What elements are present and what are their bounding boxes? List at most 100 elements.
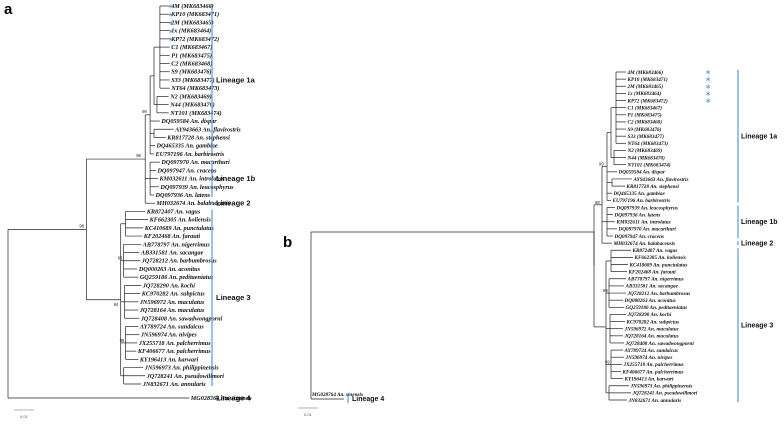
taxon-label: JN832671 An. annularis xyxy=(142,381,206,388)
taxon-label: KP72 (MK683472) xyxy=(627,97,668,104)
taxon-label: DQ465335 An. gambiae xyxy=(613,191,666,197)
taxon-label: JX255718 An. palcherrimus xyxy=(623,362,684,368)
taxon-label: KY196413 An. karwari xyxy=(624,376,675,382)
taxon-label: 1x (MK683464) xyxy=(171,28,211,35)
taxon-label: JQ728164 An. maculatus xyxy=(139,307,205,314)
taxon-label: AY943663 An. flavirostris xyxy=(633,177,689,183)
taxon-label: S33 (MK683477) xyxy=(628,133,665,140)
lineage-label: Lineage 2 xyxy=(741,241,773,248)
star-icon: ∗ xyxy=(168,3,174,11)
taxon-label: JN596972 An. maculatus xyxy=(139,299,205,306)
taxon-label: NT101 (MK683474) xyxy=(627,161,671,168)
taxon-label: JQ728290 An. kochi xyxy=(627,312,672,318)
taxon-label: DQ097947 An. cracens xyxy=(614,234,665,240)
taxon-label: DQ097939 An. leucosphyrus xyxy=(616,205,678,211)
taxon-label: C2 (MK683468) xyxy=(628,119,663,126)
taxon-label: KC970282 An. subpictus xyxy=(626,319,680,325)
taxon-label: 1x (MK683464) xyxy=(628,90,662,97)
taxon-label: MH032674 An. balabacensis xyxy=(156,200,231,207)
bootstrap-value: 99 xyxy=(605,359,610,364)
taxon-label: JN832671 An. annularis xyxy=(628,398,682,404)
taxon-label: DQ097936 An. latens xyxy=(614,212,661,218)
taxon-label: DQ465335 An. gambiae xyxy=(156,143,218,150)
panel-b-label: b xyxy=(283,234,292,251)
taxon-label: JN596973 An. philippinensis xyxy=(630,384,693,390)
star-icon: ∗ xyxy=(705,96,711,105)
taxon-label: KF202468 An. farauti xyxy=(143,233,201,240)
taxon-label: KM032611 An. introlatus xyxy=(616,220,671,226)
taxon-label: DQ097936 An. latens xyxy=(155,192,211,199)
taxon-label: KM032611 An. introlatus xyxy=(158,176,224,183)
taxon-label: DQ059584 An. dispar xyxy=(160,118,217,125)
taxon-label: C1 (MK683467) xyxy=(171,44,212,51)
taxon-label: P1 (MK683475) xyxy=(628,112,662,119)
bootstrap-value: 98 xyxy=(136,153,141,158)
lineage-label: Lineage 3 xyxy=(216,293,251,302)
taxon-label: KF406677 An. palcherrimus xyxy=(137,348,211,355)
scale-label: 0.01 xyxy=(20,414,29,419)
taxon-label: N44 (MK683470) xyxy=(169,102,215,109)
taxon-label: N2 (MK683469) xyxy=(169,93,211,100)
taxon-label: KP10 (MK683471) xyxy=(170,11,219,18)
taxon-label: KF406677 An. palcherrimus xyxy=(622,369,684,375)
taxon-label: KR817728 An. stephensi xyxy=(166,134,230,141)
star-icon: ∗ xyxy=(168,19,174,27)
taxon-label: DQ097970 An. macarthuri xyxy=(160,159,230,166)
star-icon: ∗ xyxy=(705,89,711,98)
lineage-label: Lineage 4 xyxy=(216,394,251,403)
taxon-label: DQ000263 An. aconitus xyxy=(624,298,676,304)
panel-a-label: a xyxy=(4,1,13,18)
taxon-label: KF662305 An. koliensis xyxy=(149,217,212,224)
taxon-label: EU797196 An. barbirostris xyxy=(612,198,671,204)
taxon-label: KP10 (MK683471) xyxy=(627,76,668,83)
star-icon: ∗ xyxy=(168,11,174,19)
bootstrap-value: 94 xyxy=(114,302,119,307)
panel-a-tree xyxy=(7,5,190,399)
taxon-label: KR817728 An. stephensi xyxy=(626,184,680,190)
taxon-label: AB778797 An. nigerrimus xyxy=(627,277,684,283)
taxon-label: AY789724 An. sundaicus xyxy=(624,348,679,354)
taxon-label: KF202468 An. farauti xyxy=(628,269,677,275)
star-icon: ∗ xyxy=(168,27,174,35)
star-icon: ∗ xyxy=(168,35,174,43)
taxon-label: NT64 (MK683473) xyxy=(627,140,669,147)
scale-label: 0.01 xyxy=(304,412,313,417)
star-icon: ∗ xyxy=(705,68,711,77)
bootstrap-value: 99 xyxy=(599,161,604,166)
taxon-label: C2 (MK683468) xyxy=(171,61,212,68)
taxon-label: JX255718 An. palcherrimus xyxy=(138,340,211,347)
panel-b-tree xyxy=(310,71,633,401)
taxon-label: DQ097970 An. macarthuri xyxy=(618,227,677,233)
taxon-label: GQ259186 An. peditaeniatus xyxy=(140,274,214,281)
lineage-label: Lineage 4 xyxy=(352,396,384,403)
taxon-label: JQ728408 An. sawadwongporni xyxy=(625,341,695,347)
lineage-label: Lineage 2 xyxy=(216,199,251,208)
bootstrap-value: 95 xyxy=(118,256,123,261)
lineage-label: Lineage 1a xyxy=(741,134,777,141)
taxon-label: P1 (MK683475) xyxy=(171,52,212,59)
outgroup-label: MG028764 An. sinensis xyxy=(311,392,363,398)
lineage-label: Lineage 1b xyxy=(741,219,778,226)
taxon-label: NT64 (MK683473) xyxy=(170,85,219,92)
taxon-label: JN596972 An. maculatus xyxy=(624,326,679,332)
taxon-label: 4M (MK683466) xyxy=(170,3,213,10)
taxon-label: JQ728164 An. maculatus xyxy=(624,334,679,340)
taxon-label: JQ728212 An. barbumbrosus xyxy=(141,258,217,265)
taxon-label: JN596974 An. nivipes xyxy=(625,355,673,361)
bootstrap-value: 99 xyxy=(603,288,608,293)
taxon-label: KC410689 An. punctulatus xyxy=(629,262,688,268)
taxon-label: DQ000263 An. aconitus xyxy=(138,266,201,273)
taxon-label: MG028764 An. sinensis xyxy=(190,395,252,402)
taxon-label: JQ728241 An. pseudowillmori xyxy=(146,373,225,380)
bootstrap-value: 98 xyxy=(79,223,84,228)
taxon-label: AY943663 An. flavirostris xyxy=(174,126,241,133)
taxon-label: EU797196 An. barbirostris xyxy=(155,151,225,158)
taxon-label: AB778797 An. nigerrimus xyxy=(142,241,211,248)
taxon-label: AB331581 An. sacangae xyxy=(140,250,204,257)
taxon-label: N2 (MK683469) xyxy=(627,147,663,154)
bootstrap-value: 98 xyxy=(595,200,600,205)
taxon-label: S33 (MK683477) xyxy=(171,77,215,84)
taxon-label: JQ728408 An. sawadwongporni xyxy=(140,315,223,322)
taxon-label: KF662305 An. koliensis xyxy=(634,255,686,261)
